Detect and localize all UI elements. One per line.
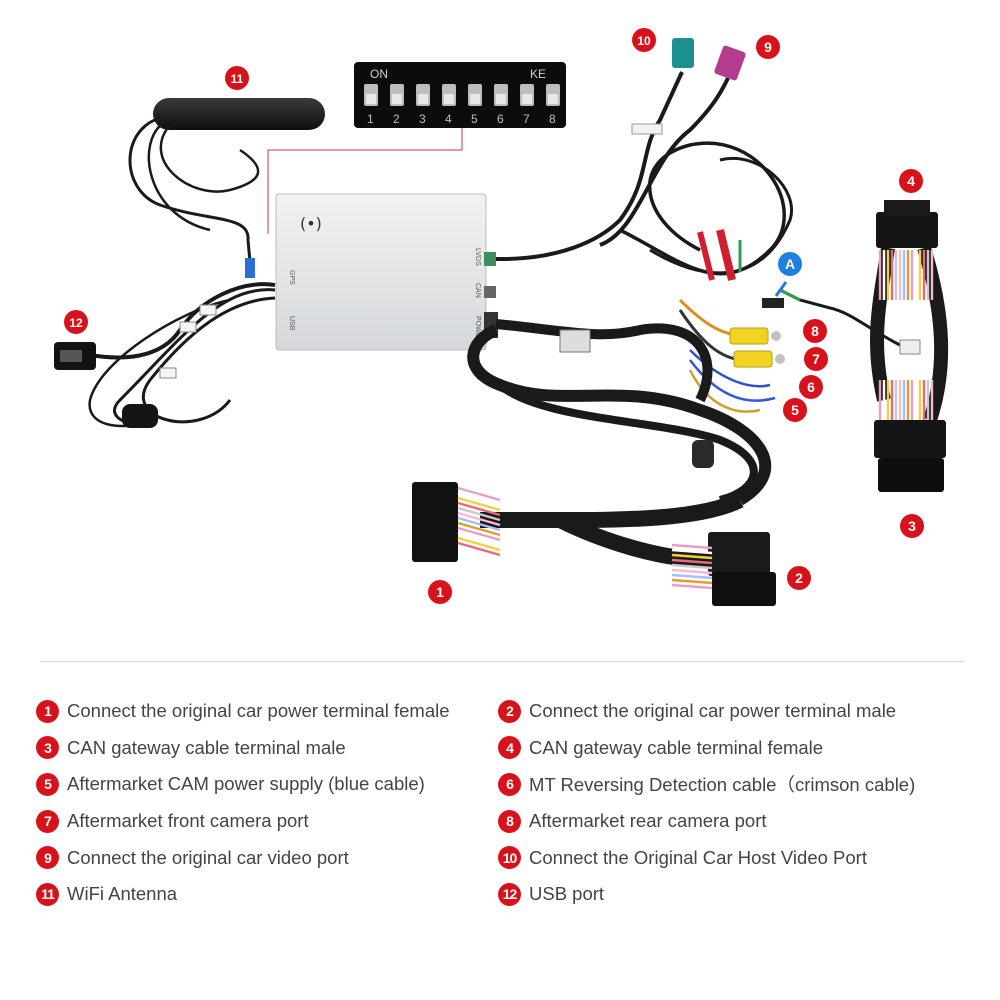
legend-item: 10 Connect the Original Car Host Video Po… [498, 846, 867, 870]
callout-badge [64, 310, 88, 334]
video-cables [495, 38, 793, 276]
legend-item: 7 Aftermarket front camera port [36, 809, 498, 833]
dip-number: 3 [419, 112, 426, 126]
callout-number: 11 [231, 72, 244, 86]
section-divider [40, 661, 965, 662]
legend-badge: 7 [36, 809, 59, 833]
port-label-usb: USB [288, 316, 295, 331]
legend-text: USB port [529, 883, 605, 905]
legend-item: 8 Aftermarket rear camera port [498, 809, 767, 833]
legend-item: 2 Connect the original car power terminal… [498, 699, 897, 723]
interface-module: (•) GPS USB LVDS CAN POWER [275, 193, 498, 351]
callout-number: 2 [795, 570, 803, 586]
callout-badge [899, 169, 923, 193]
legend-badge: 3 [36, 736, 59, 760]
callout-badge [632, 28, 656, 52]
legend-badge: 12 [498, 882, 521, 906]
dip-number: 4 [445, 112, 452, 126]
legend-badge: 4 [498, 736, 521, 760]
callout-number: 3 [908, 518, 916, 534]
legend-row: 5 Aftermarket CAM power supply (blue cabl… [36, 766, 986, 803]
callout-number: 4 [907, 173, 915, 189]
callout-badge [803, 319, 827, 343]
legend-text: Connect the original car video port [67, 846, 349, 868]
dip-number: 1 [367, 112, 374, 126]
port-label-power: POWER [474, 316, 481, 342]
legend-badge: 6 [498, 772, 521, 796]
legend-text: WiFi Antenna [67, 883, 178, 905]
legend-text: Connect the original car power terminal … [529, 700, 897, 722]
callout-number: A [785, 256, 795, 272]
dip-number: 6 [497, 112, 504, 126]
dip-number: 7 [523, 112, 530, 126]
callout-number: 10 [637, 34, 651, 48]
callout-number: 1 [436, 584, 444, 600]
legend-badge: 9 [36, 846, 59, 870]
power-harness [412, 319, 776, 606]
legend-row: 3 CAN gateway cable terminal male 4 CAN gat… [36, 730, 986, 767]
callout-number: 6 [807, 379, 815, 395]
legend-badge: 11 [36, 882, 59, 906]
callout-badge [900, 514, 924, 538]
legend-badge: 10 [498, 846, 521, 870]
legend-row: 1 Connect the original car power terminal… [36, 693, 986, 730]
legend-text: Aftermarket front camera port [67, 810, 309, 832]
callout-number: 9 [764, 39, 772, 55]
legend-text: Connect the original car power terminal … [67, 700, 450, 722]
camera-cables [678, 229, 901, 413]
legend-badge: 5 [36, 772, 59, 796]
usb-cable [54, 282, 276, 428]
legend-badge: 2 [498, 699, 521, 723]
dip-number: 2 [393, 112, 400, 126]
dip-switch: ON KE 1 2 3 4 5 6 7 8 [354, 62, 566, 128]
legend-item: 1 Connect the original car power terminal… [36, 699, 498, 723]
legend-item: 12 USB port [498, 882, 605, 906]
callout-badge [804, 347, 828, 371]
callout-badge [787, 566, 811, 590]
legend-badge: 8 [498, 809, 521, 833]
callout-badge [783, 398, 807, 422]
callout-number: 7 [812, 351, 820, 367]
dip-number: 8 [549, 112, 556, 126]
wifi-antenna [128, 98, 325, 278]
legend-badge: 1 [36, 699, 59, 723]
port-label-lvds: LVDS [474, 248, 481, 266]
legend-text: CAN gateway cable terminal female [529, 736, 824, 758]
port-label-gps: GPS [288, 270, 295, 285]
legend-text: MT Reversing Detection cable（crimson cab… [529, 774, 916, 796]
legend-item: 6 MT Reversing Detection cable（crimson ca… [498, 771, 915, 797]
callout-number: 12 [69, 316, 83, 330]
callout-badge [428, 580, 452, 604]
can-harness [870, 200, 949, 492]
legend-text: Aftermarket CAM power supply (blue cable… [67, 773, 425, 795]
callout-badge [756, 35, 780, 59]
dip-on-label: ON [370, 67, 388, 81]
callout-badge [225, 66, 249, 90]
legend-item: 9 Connect the original car video port [36, 846, 498, 870]
legend-text: CAN gateway cable terminal male [67, 736, 346, 758]
legend-text: Aftermarket rear camera port [529, 810, 767, 832]
legend-item: 4 CAN gateway cable terminal female [498, 736, 824, 760]
legend-item: 11 WiFi Antenna [36, 882, 498, 906]
legend-row: 11 WiFi Antenna 12 USB port [36, 876, 986, 913]
legend-text: Connect the Original Car Host Video Port [529, 846, 867, 868]
legend-row: 7 Aftermarket front camera port 8 Aftermark… [36, 803, 986, 840]
port-label-can: CAN [474, 283, 481, 298]
callout-number: 8 [811, 323, 819, 339]
callout-badge [799, 375, 823, 399]
legend-item: 5 Aftermarket CAM power supply (blue cabl… [36, 772, 498, 796]
legend-row: 9 Connect the original car video port 10 Co… [36, 839, 986, 876]
wifi-symbol-icon: (•) [300, 214, 322, 233]
dip-ke-label: KE [530, 67, 546, 81]
dip-number: 5 [471, 112, 478, 126]
callout-badge [778, 252, 802, 276]
legend-item: 3 CAN gateway cable terminal male [36, 736, 498, 760]
callout-number: 5 [791, 402, 799, 418]
legend: 1 Connect the original car power terminal… [36, 693, 986, 913]
